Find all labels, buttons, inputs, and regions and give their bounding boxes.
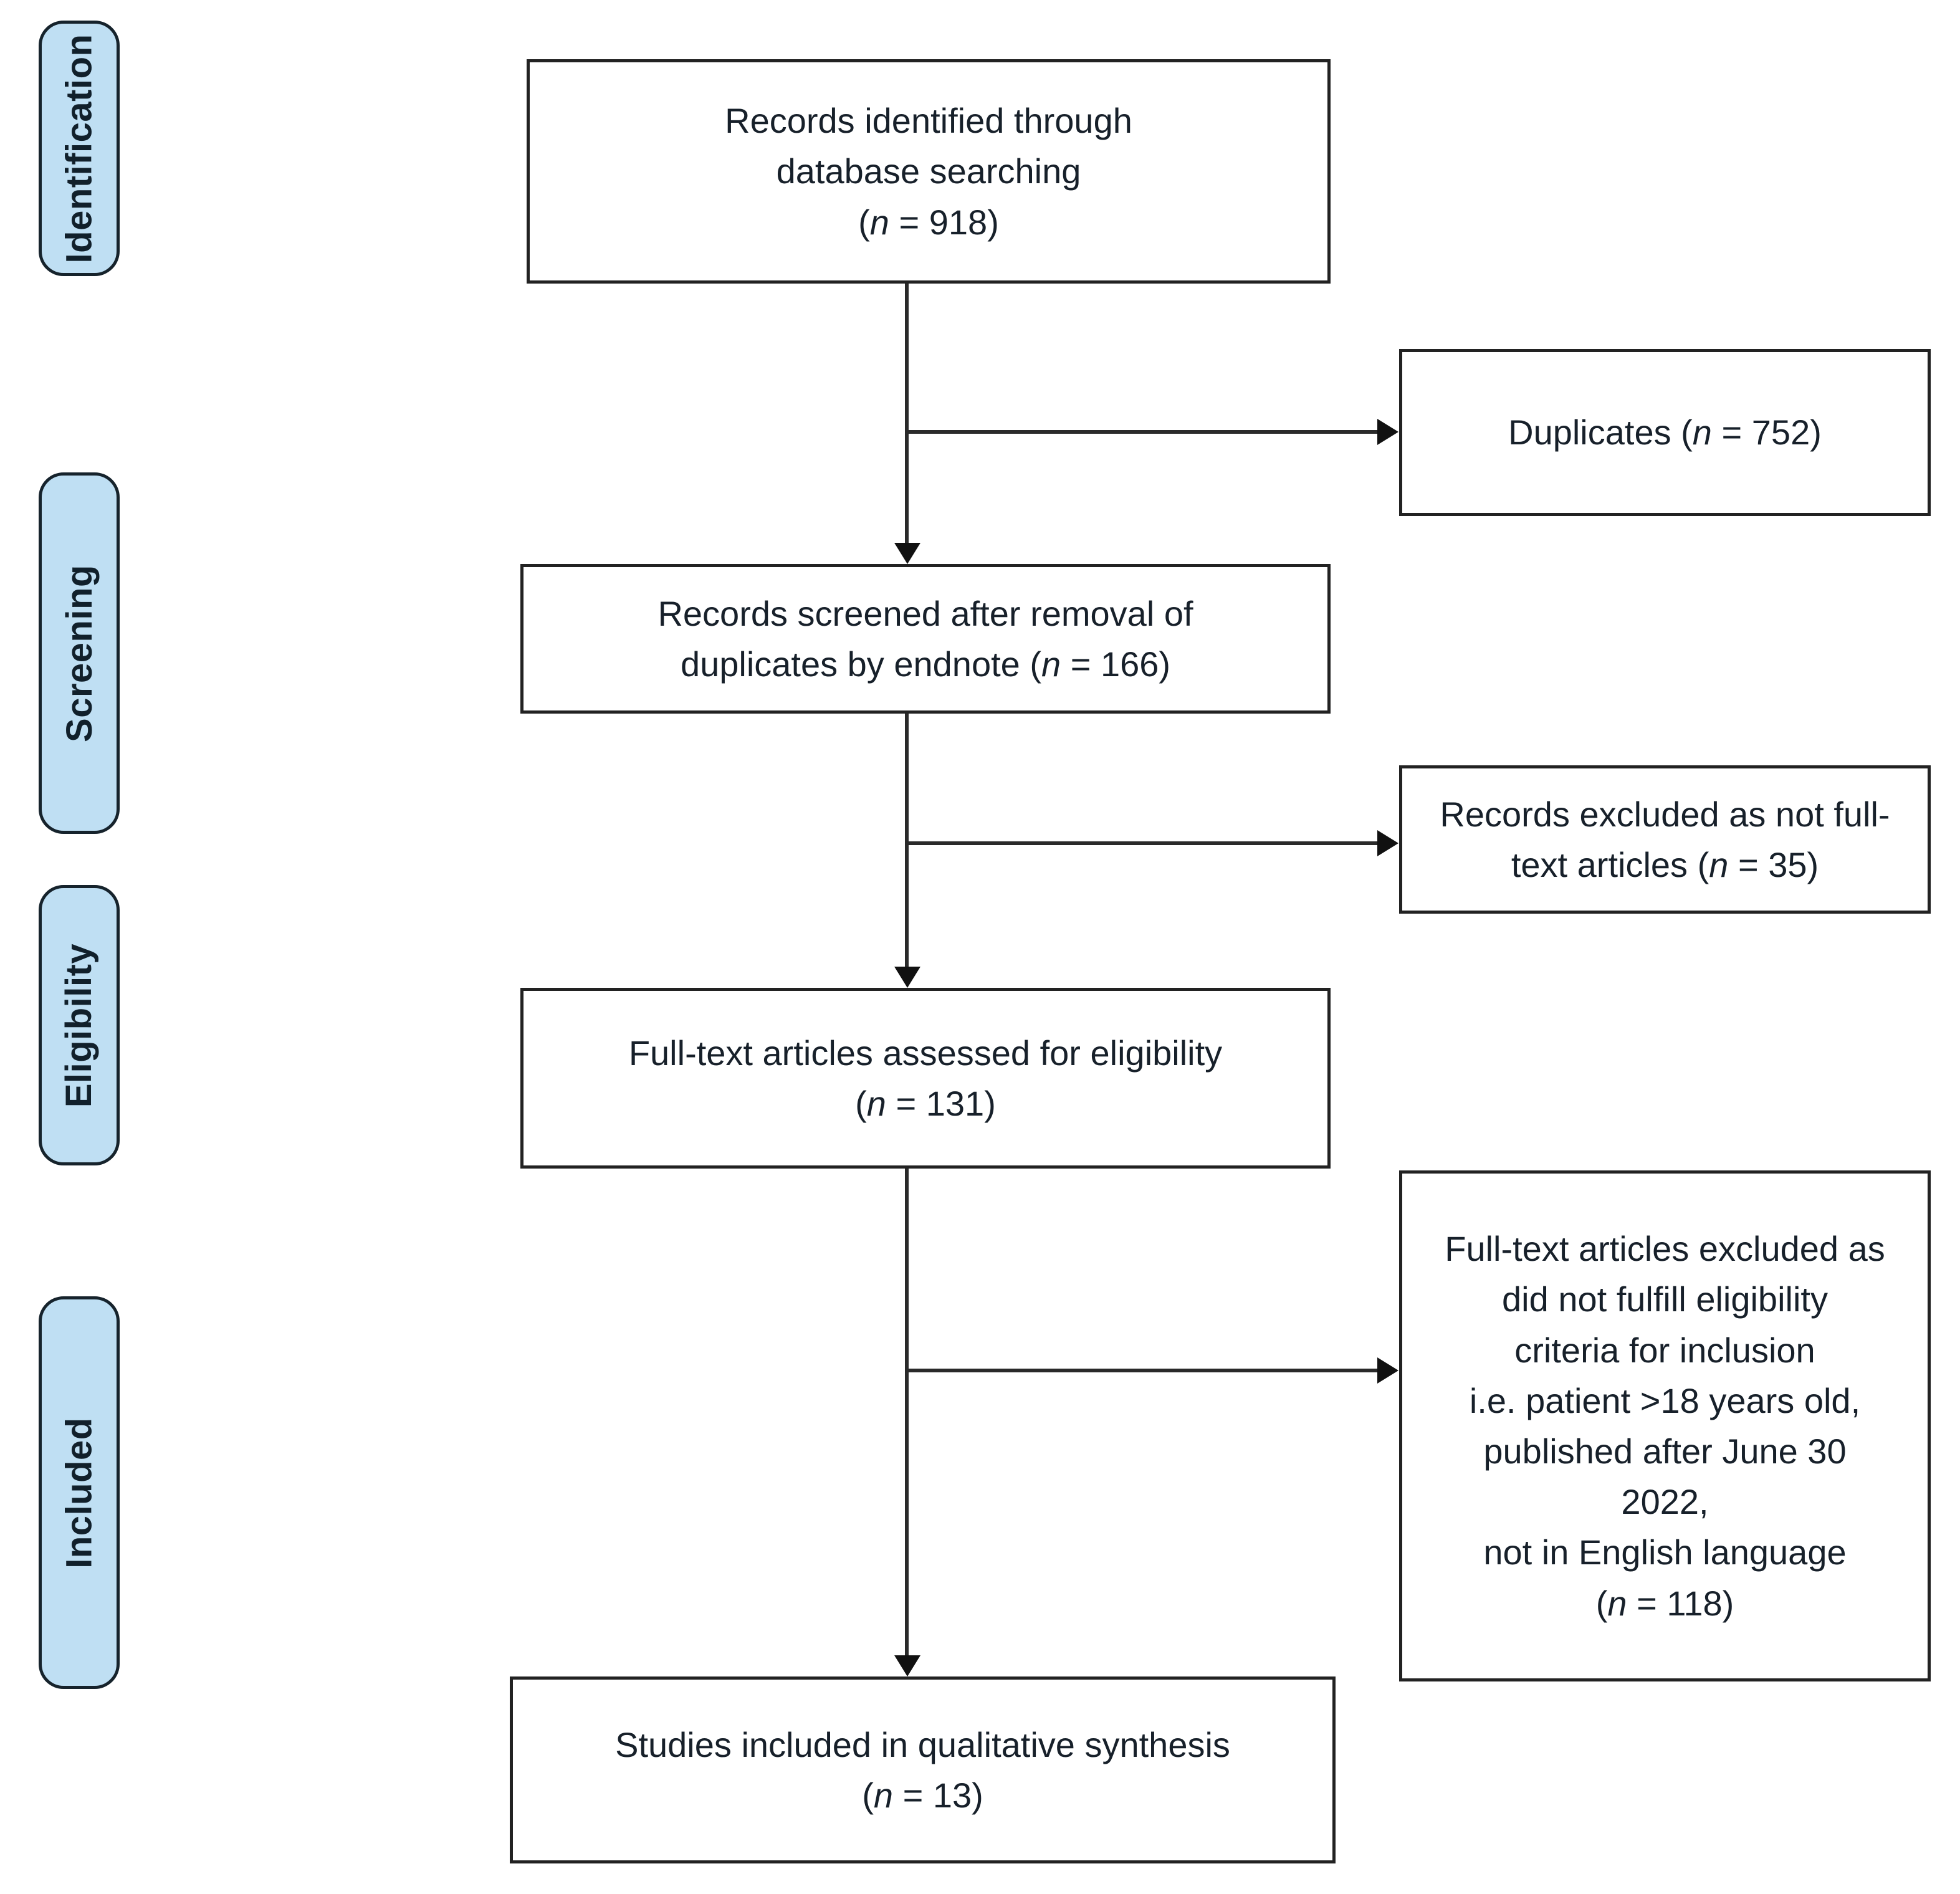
stage-box-screening: Screening xyxy=(39,472,120,834)
stage-label-identification: Identification xyxy=(59,34,100,263)
box-records-identified: Records identified through database sear… xyxy=(527,59,1331,284)
arrowhead-right-to-duplicates xyxy=(1377,419,1398,445)
arrowhead-down-to-fulltext-assessed xyxy=(894,967,920,988)
box-records-screened-text: Records screened after removal of duplic… xyxy=(657,588,1193,689)
records-screened-line1: Records screened after removal of xyxy=(657,593,1193,633)
box-records-excluded-text: Records excluded as not full- text artic… xyxy=(1440,789,1890,890)
fulltext-excluded-line7: not in English language xyxy=(1483,1533,1847,1572)
box-records-excluded: Records excluded as not full- text artic… xyxy=(1399,765,1931,914)
records-excluded-line1: Records excluded as not full- xyxy=(1440,794,1890,834)
box-fulltext-assessed-text: Full-text articles assessed for eligibil… xyxy=(629,1028,1222,1129)
fulltext-excluded-line1: Full-text articles excluded as xyxy=(1445,1229,1885,1269)
arrowhead-down-to-records-screened xyxy=(894,543,920,564)
records-identified-count: (n = 918) xyxy=(858,202,999,242)
records-identified-line1: Records identified through xyxy=(725,101,1132,141)
box-studies-included: Studies included in qualitative synthesi… xyxy=(510,1676,1336,1863)
connector-horizontal-to-duplicates xyxy=(905,430,1380,434)
fulltext-excluded-line2: did not fulfill eligibility xyxy=(1502,1279,1828,1319)
records-identified-line2: database searching xyxy=(776,151,1081,191)
box-studies-included-text: Studies included in qualitative synthesi… xyxy=(615,1719,1230,1820)
arrowhead-right-to-records-excluded xyxy=(1377,830,1398,856)
arrowhead-down-to-studies-included xyxy=(894,1655,920,1676)
duplicates-line1: Duplicates (n = 752) xyxy=(1508,413,1822,452)
box-records-screened: Records screened after removal of duplic… xyxy=(520,564,1331,714)
fulltext-excluded-line3: criteria for inclusion xyxy=(1514,1330,1815,1370)
box-fulltext-excluded: Full-text articles excluded as did not f… xyxy=(1399,1170,1931,1681)
fulltext-assessed-count: (n = 131) xyxy=(855,1084,996,1123)
fulltext-assessed-line1: Full-text articles assessed for eligibil… xyxy=(628,1033,1223,1073)
stage-box-eligibility: Eligibility xyxy=(39,885,120,1165)
box-fulltext-excluded-text: Full-text articles excluded as did not f… xyxy=(1445,1223,1885,1629)
stage-box-included: Included xyxy=(39,1296,120,1689)
fulltext-excluded-line4: i.e. patient >18 years old, xyxy=(1469,1380,1861,1420)
stage-label-eligibility: Eligibility xyxy=(59,943,100,1107)
connector-horizontal-to-fulltext-excluded xyxy=(905,1369,1380,1372)
fulltext-excluded-line5: published after June 30 xyxy=(1483,1432,1847,1471)
box-fulltext-assessed: Full-text articles assessed for eligibil… xyxy=(520,988,1331,1169)
studies-included-count: (n = 13) xyxy=(862,1776,983,1815)
fulltext-excluded-line6: 2022, xyxy=(1621,1482,1709,1522)
arrowhead-right-to-fulltext-excluded xyxy=(1377,1357,1398,1384)
connector-vertical-fulltext-to-included xyxy=(905,1169,909,1658)
stage-label-screening: Screening xyxy=(59,564,100,742)
connector-vertical-identified-to-screened xyxy=(905,284,909,545)
studies-included-line1: Studies included in qualitative synthesi… xyxy=(615,1724,1230,1764)
records-screened-line2: duplicates by endnote (n = 166) xyxy=(680,644,1171,684)
box-records-identified-text: Records identified through database sear… xyxy=(725,95,1132,247)
connector-horizontal-to-records-excluded xyxy=(905,841,1380,845)
stage-label-included: Included xyxy=(59,1417,100,1569)
records-excluded-line2: text articles (n = 35) xyxy=(1511,845,1819,884)
box-duplicates: Duplicates (n = 752) xyxy=(1399,349,1931,516)
fulltext-excluded-count: (n = 118) xyxy=(1595,1583,1734,1623)
stage-box-identification: Identification xyxy=(39,21,120,276)
box-duplicates-text: Duplicates (n = 752) xyxy=(1508,407,1822,457)
